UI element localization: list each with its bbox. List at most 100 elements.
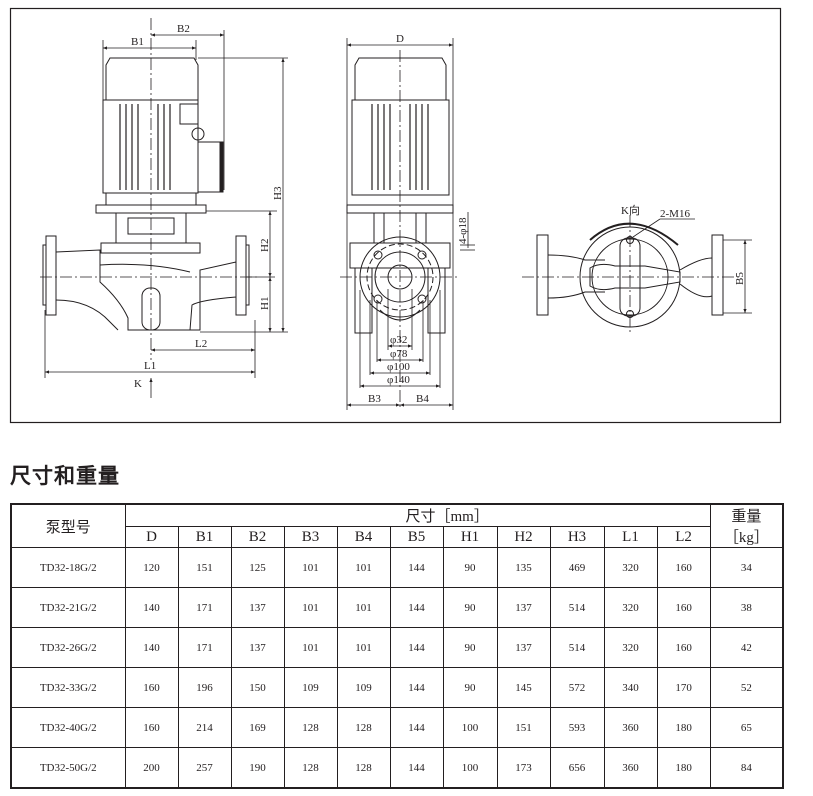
cell-h2: 135 <box>496 547 551 588</box>
cell-h3: 593 <box>549 707 605 748</box>
cell-b5: 144 <box>389 627 444 668</box>
cell-b1: 171 <box>177 587 232 628</box>
cell-l1: 360 <box>603 747 658 789</box>
dim-label-b4: B4 <box>416 393 429 405</box>
cell-h1: 100 <box>442 707 498 748</box>
cell-model: TD32-40G/2 <box>10 707 126 748</box>
column-header-model: 泵型号 <box>10 503 126 548</box>
cell-h3: 514 <box>549 627 605 668</box>
dim-label-d32: φ32 <box>390 334 407 346</box>
cell-b2: 190 <box>230 747 285 789</box>
dim-label-h1: H1 <box>259 297 271 310</box>
cell-b5: 144 <box>389 667 444 708</box>
cell-l2: 180 <box>656 747 711 789</box>
side-view-pump <box>42 57 250 331</box>
column-header-b1: B1 <box>177 526 232 548</box>
column-header-weight: 重量 ［kg］ <box>709 503 784 548</box>
dim-label-b5: B5 <box>734 272 746 285</box>
cell-h3: 514 <box>549 587 605 628</box>
cell-b4: 101 <box>336 627 391 668</box>
cell-h1: 90 <box>442 667 498 708</box>
cell-b3: 101 <box>283 547 338 588</box>
cell-l1: 320 <box>603 627 658 668</box>
cell-weight: 34 <box>709 547 784 588</box>
cell-h1: 90 <box>442 587 498 628</box>
cell-b3: 128 <box>283 747 338 789</box>
column-header-l1: L1 <box>603 526 658 548</box>
cell-l1: 360 <box>603 707 658 748</box>
dim-label-d78: φ78 <box>390 348 408 360</box>
cell-weight: 38 <box>709 587 784 628</box>
dim-label-holes: 4-φ18 <box>457 217 469 244</box>
dim-label-d: D <box>396 33 404 45</box>
cell-b5: 144 <box>389 587 444 628</box>
column-header-dimensions: 尺寸［mm］ <box>124 503 711 527</box>
section-title: 尺寸和重量 <box>10 464 120 488</box>
column-header-l2: L2 <box>656 526 711 548</box>
cell-l2: 170 <box>656 667 711 708</box>
cell-h1: 90 <box>442 547 498 588</box>
dim-label-h3: H3 <box>272 186 284 200</box>
cell-model: TD32-18G/2 <box>10 547 126 588</box>
cell-b2: 137 <box>230 587 285 628</box>
dim-label-d100: φ100 <box>387 361 410 373</box>
column-header-b5: B5 <box>389 526 444 548</box>
cell-h1: 90 <box>442 627 498 668</box>
cell-l2: 160 <box>656 587 711 628</box>
cell-b4: 128 <box>336 747 391 789</box>
cell-l1: 320 <box>603 547 658 588</box>
cell-b2: 125 <box>230 547 285 588</box>
cell-weight: 42 <box>709 627 784 668</box>
cell-b1: 151 <box>177 547 232 588</box>
cell-model: TD32-33G/2 <box>10 667 126 708</box>
cell-model: TD32-50G/2 <box>10 747 126 789</box>
cell-model: TD32-21G/2 <box>10 587 126 628</box>
cell-l1: 340 <box>603 667 658 708</box>
cell-b3: 101 <box>283 587 338 628</box>
cell-model: TD32-26G/2 <box>10 627 126 668</box>
column-header-h3: H3 <box>549 526 605 548</box>
cell-h2: 173 <box>496 747 551 789</box>
cell-b3: 109 <box>283 667 338 708</box>
cell-b2: 137 <box>230 627 285 668</box>
cell-b1: 214 <box>177 707 232 748</box>
pump-dimension-drawing: B1 B2 H3 H2 H1 L2 L1 K D 4-φ18 φ32 φ78 φ… <box>9 7 782 424</box>
cell-b5: 144 <box>389 547 444 588</box>
weight-unit: ［kg］ <box>723 530 769 546</box>
weight-label: 重量 <box>731 509 762 525</box>
cell-l2: 180 <box>656 707 711 748</box>
dim-label-b2: B2 <box>177 23 190 35</box>
view-direction-k: K <box>134 378 142 390</box>
cell-b3: 101 <box>283 627 338 668</box>
dim-label-l1: L1 <box>144 360 156 372</box>
cell-h3: 656 <box>549 747 605 789</box>
dim-label-b1: B1 <box>131 36 144 48</box>
table-header-row: 泵型号 尺寸［mm］ 重量 ［kg］ <box>10 503 784 548</box>
cell-b2: 150 <box>230 667 285 708</box>
cell-h3: 572 <box>549 667 605 708</box>
cell-b1: 171 <box>177 627 232 668</box>
column-header-h2: H2 <box>496 526 551 548</box>
k-view-title: K向 <box>621 203 640 217</box>
cell-h2: 137 <box>496 587 551 628</box>
cell-b1: 257 <box>177 747 232 789</box>
drawing-frame <box>9 7 782 424</box>
cell-d: 200 <box>124 747 179 789</box>
cell-b4: 109 <box>336 667 391 708</box>
cell-h1: 100 <box>442 747 498 789</box>
cell-h3: 469 <box>549 547 605 588</box>
cell-h2: 151 <box>496 707 551 748</box>
cell-l1: 320 <box>603 587 658 628</box>
dim-label-b3: B3 <box>368 393 381 405</box>
dim-label-d140: φ140 <box>387 374 410 386</box>
column-header-h1: H1 <box>442 526 498 548</box>
cell-b3: 128 <box>283 707 338 748</box>
cell-b5: 144 <box>389 747 444 789</box>
cell-b4: 128 <box>336 707 391 748</box>
cell-l2: 160 <box>656 547 711 588</box>
